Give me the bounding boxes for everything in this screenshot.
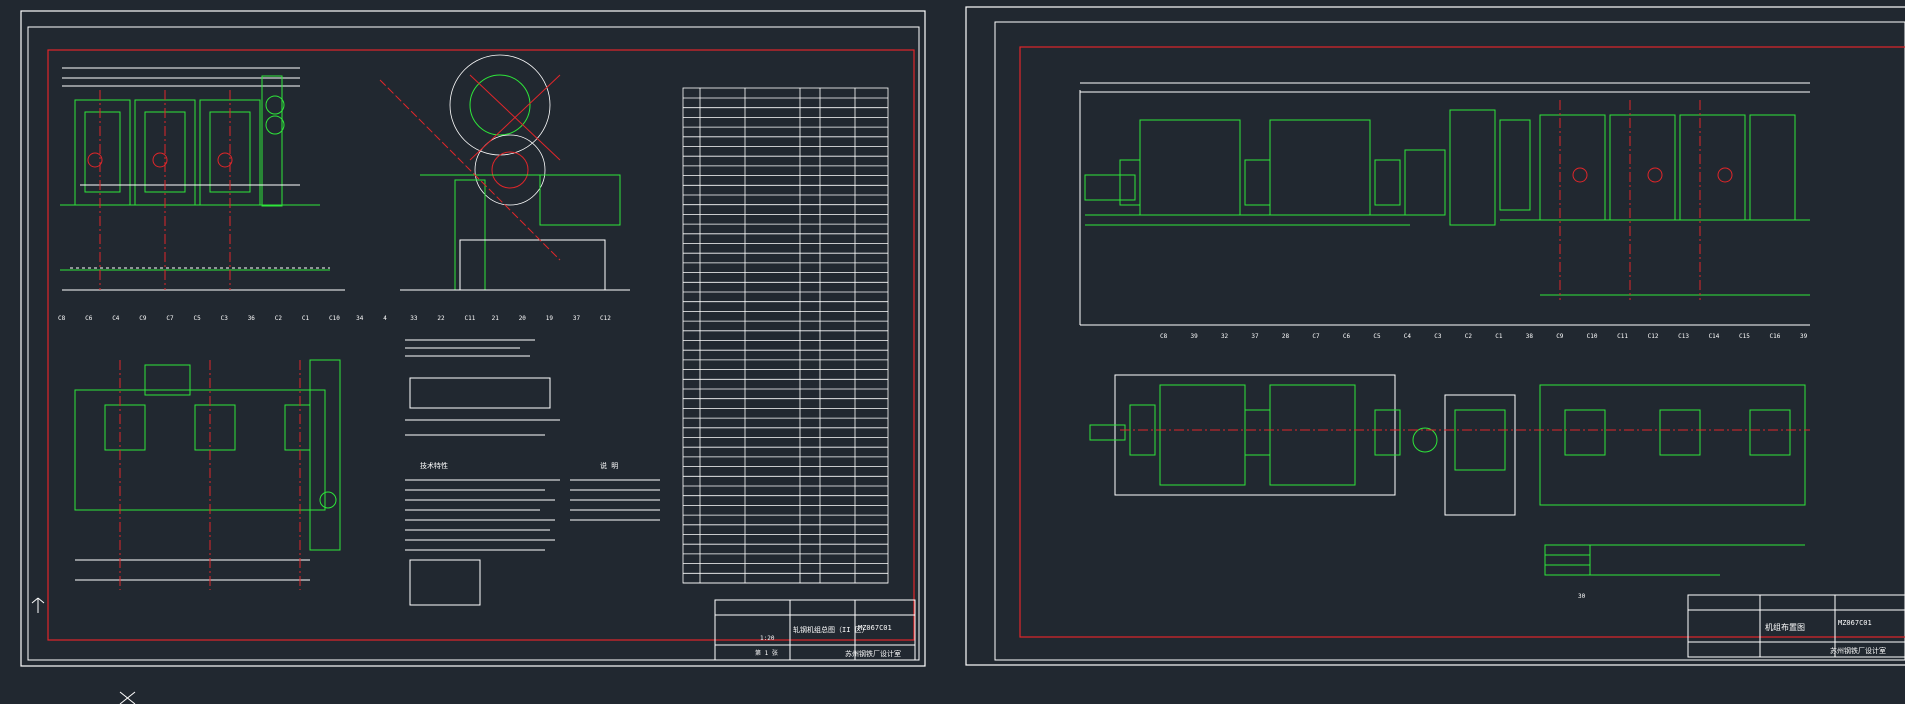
sheet1-scale: 1:20: [760, 635, 775, 642]
balloon-label: C5: [194, 315, 202, 322]
sheet1-designer: 苏州钢铁厂设计室: [845, 649, 901, 658]
balloon-label: 39: [1190, 333, 1198, 340]
balloon-label: C6: [1343, 333, 1351, 340]
balloon-label: 28: [1282, 333, 1290, 340]
balloon-label: C4: [112, 315, 120, 322]
balloon-label: C3: [221, 315, 229, 322]
balloon-label: C9: [1556, 333, 1564, 340]
balloon-label: C8: [58, 315, 66, 322]
balloon-label: C16: [1770, 333, 1781, 340]
sheet1-title: 轧钢机组总图（II 区）: [793, 625, 869, 634]
balloon-row-left: C8 C6 C4 C9 C7 C5 C3 36 C2 C1 C10 34 4 33 22 C11 21 20 19 3…: [58, 315, 611, 322]
balloon-label: C15: [1739, 333, 1750, 340]
elevation-view-left: [60, 67, 345, 291]
balloon-label: 33: [410, 315, 418, 322]
balloon-label: C7: [166, 315, 174, 322]
tech-notes-block: 技术特性 说 明: [405, 339, 660, 606]
balloon-label: 20: [519, 315, 527, 322]
sheet2-title: 机组布置图: [1765, 622, 1805, 632]
sheet2-drawing-no: MZ067C01: [1838, 619, 1872, 627]
balloon-label: C1: [302, 315, 310, 322]
balloon-label: C8: [1160, 333, 1168, 340]
balloon-label: C11: [1617, 333, 1628, 340]
side-section-view: [379, 54, 630, 291]
balloon-label: C12: [600, 315, 611, 322]
balloon-label: 22: [437, 315, 445, 322]
balloon-label: C12: [1648, 333, 1659, 340]
balloon-label: 37: [1251, 333, 1259, 340]
sheet2-designer: 苏州钢铁厂设计室: [1830, 646, 1886, 655]
sheet2-inner-frame: [994, 21, 1905, 661]
parts-list-table: [682, 87, 889, 584]
plan-view-left: [74, 359, 341, 590]
balloon-label: C10: [1587, 333, 1598, 340]
balloon-label: C14: [1709, 333, 1720, 340]
balloon-label: C11: [465, 315, 476, 322]
balloon-label: 36: [248, 315, 256, 322]
balloon-label: C7: [1312, 333, 1320, 340]
balloon-label: C6: [85, 315, 93, 322]
sheet-1: 技术特性 说 明: [20, 10, 926, 667]
title-block-sheet2: 机组布置图 MZ067C01 苏州钢铁厂设计室: [1687, 594, 1905, 658]
title-block-sheet1: 轧钢机组总图（II 区） MZ067C01 苏州钢铁厂设计室 1:20 第 1 …: [714, 599, 916, 661]
balloon-label: 34: [356, 315, 364, 322]
balloon-label: C1: [1495, 333, 1503, 340]
sheet1-sheet-no: 第 1 张: [755, 649, 778, 657]
balloon-label: 32: [1221, 333, 1229, 340]
balloon-30: 30: [1578, 593, 1586, 600]
tech-notes-heading: 技术特性: [420, 461, 448, 470]
balloon-label: C9: [139, 315, 147, 322]
balloon-label: C2: [1465, 333, 1473, 340]
sheet-2: 机组布置图 MZ067C01 苏州钢铁厂设计室 C8 39 32 37 28 C7 C6 C5…: [965, 6, 1905, 666]
sheet1-outer-frame: [20, 10, 926, 667]
balloon-label: C10: [329, 315, 340, 322]
sheet1-inner-frame: [27, 26, 920, 661]
balloon-label: C13: [1678, 333, 1689, 340]
balloon-label: C5: [1373, 333, 1381, 340]
balloon-label: 38: [1526, 333, 1534, 340]
sheet2-outer-frame: [965, 6, 1905, 666]
balloon-label: 21: [492, 315, 500, 322]
ucs-icon: [31, 597, 136, 704]
balloon-label: 37: [573, 315, 581, 322]
elevation-view-right: [1079, 82, 1810, 326]
balloon-row-right: C8 39 32 37 28 C7 C6 C5 C4 C3 C2 C1 38 C9 C10 C11 C12 C13…: [1160, 333, 1808, 340]
balloon-label: C3: [1434, 333, 1442, 340]
sheet1-drawing-no: MZ067C01: [858, 624, 892, 632]
balloon-label: 19: [546, 315, 554, 322]
balloon-label: 4: [383, 315, 387, 322]
balloon-label: 39: [1800, 333, 1808, 340]
balloon-label: C4: [1404, 333, 1412, 340]
sheet2-red-border: [1019, 46, 1905, 638]
balloon-label: C2: [275, 315, 283, 322]
plan-view-right: [1089, 374, 1810, 576]
explanation-heading: 说 明: [600, 461, 618, 470]
sheet1-red-border: [47, 49, 915, 641]
